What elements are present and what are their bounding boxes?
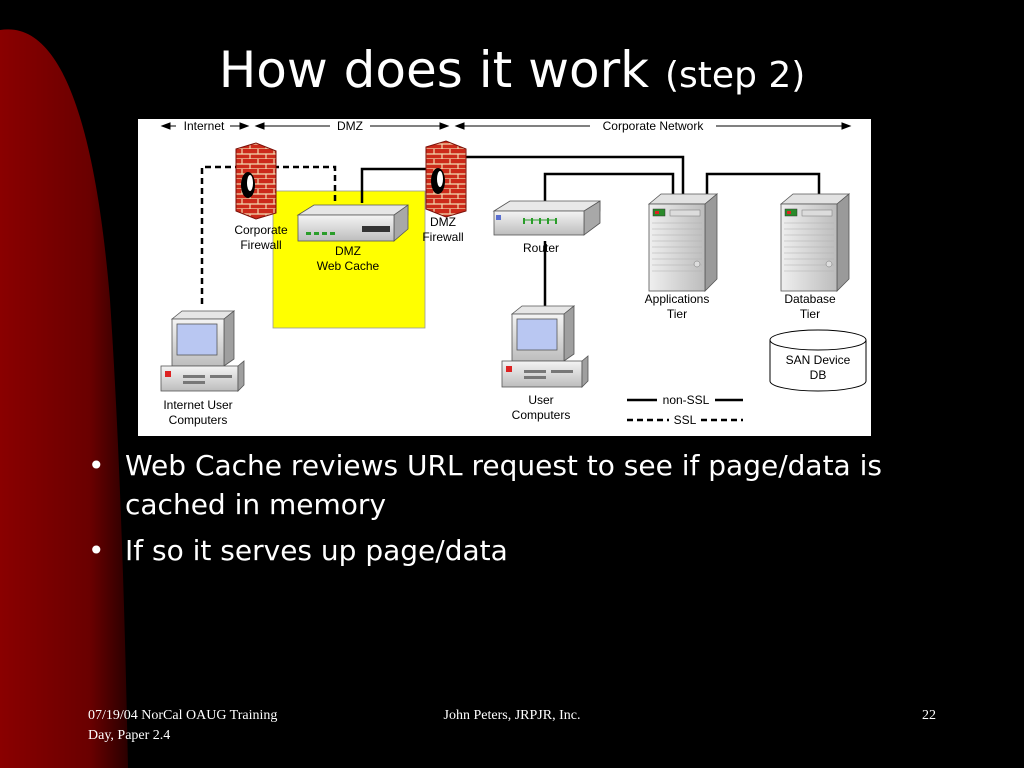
bullet-item: • If so it serves up page/data [88, 531, 988, 570]
bullet-dot-icon: • [88, 449, 105, 482]
network-diagram: Internet DMZ Corporate Network Corporate… [138, 119, 871, 436]
web-cache-label: DMZ Web Cache [316, 244, 380, 273]
dmz-firewall-icon [425, 140, 467, 218]
internet-user-computers-label: Internet User Computers [163, 398, 233, 427]
san-device-label: SAN Device DB [785, 353, 851, 382]
bullet-text: Web Cache reviews URL request to see if … [125, 449, 882, 521]
bullet-text: If so it serves up page/data [125, 534, 508, 567]
corporate-firewall-label: Corporate Firewall [234, 223, 288, 252]
slide-title: How does it work (step 2) [0, 40, 1024, 106]
ssl-link-internet-to-firewall [200, 165, 236, 304]
applications-tier-label: Applications Tier [644, 292, 710, 321]
link-router-to-apps [543, 172, 675, 205]
zone-label-dmz: DMZ [337, 119, 363, 133]
legend-non-ssl-label: non-SSL [662, 393, 710, 407]
footer-author: John Peters, JRPJR, Inc. [443, 708, 581, 723]
slide-title-step: (step 2) [665, 55, 806, 96]
zone-arrow-dmz [254, 122, 450, 130]
network-diagram-graphics [160, 122, 867, 422]
link-apps-to-db [705, 172, 821, 194]
database-tier-label: Database Tier [784, 292, 836, 321]
applications-server-icon [647, 193, 719, 292]
dmz-firewall-label: DMZ Firewall [422, 215, 464, 244]
router-icon [492, 200, 601, 236]
link-dmz-firewall-to-apps [463, 155, 685, 194]
database-server-icon [779, 193, 851, 292]
user-computers-label: User Computers [511, 393, 571, 422]
router-label: Router [522, 241, 560, 255]
internet-user-computer-icon [160, 310, 245, 392]
web-cache-device-icon [296, 204, 409, 242]
zone-label-corporate-network: Corporate Network [602, 119, 704, 133]
ssl-link-firewall-to-cache [273, 165, 337, 203]
zone-arrow-internet [160, 122, 250, 130]
link-cache-to-dmz-firewall [360, 167, 427, 203]
user-computer-icon [501, 305, 589, 388]
bullet-dot-icon: • [88, 534, 105, 567]
corporate-firewall-icon [235, 142, 277, 220]
legend-ssl-label: SSL [673, 413, 697, 427]
san-device-cylinder-icon [769, 329, 867, 392]
footer-page-number: 22 [922, 708, 936, 723]
footer-date: 07/19/04 NorCal OAUG Training Day, Paper… [88, 708, 278, 743]
bullet-item: • Web Cache reviews URL request to see i… [88, 446, 988, 524]
zone-arrow-corporate [454, 122, 852, 130]
slide-title-main: How does it work [218, 41, 650, 99]
bullet-list: • Web Cache reviews URL request to see i… [88, 446, 988, 577]
zone-label-internet: Internet [183, 119, 225, 133]
